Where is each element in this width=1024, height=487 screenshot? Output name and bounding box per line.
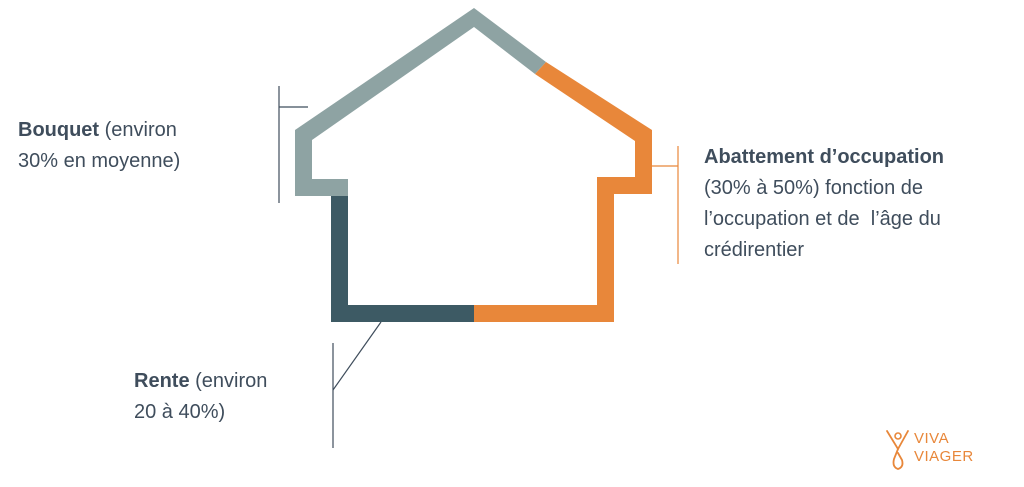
bouquet-text-line2: 30% en moyenne) bbox=[18, 150, 181, 172]
bouquet-text-line1: (environ bbox=[99, 119, 177, 141]
logo-line2: VIAGER bbox=[914, 448, 974, 465]
bouquet-segment bbox=[295, 8, 546, 196]
figure-icon bbox=[886, 430, 909, 470]
rente-text-line1: (environ bbox=[189, 370, 268, 392]
rente-label: Rente (environ 20 à 40%) bbox=[134, 366, 334, 428]
abattement-title: Abattement d’occupation bbox=[704, 146, 945, 168]
abattement-text-line4: crédirentier bbox=[704, 239, 805, 261]
rente-leader-diagonal bbox=[332, 321, 382, 391]
viva-viager-logo: VIVA VIAGER bbox=[884, 427, 1004, 475]
rente-text-line2: 20 à 40%) bbox=[134, 401, 226, 423]
bouquet-title: Bouquet bbox=[18, 119, 100, 141]
rente-title: Rente bbox=[134, 370, 190, 392]
abattement-text-line3: l’occupation et de l’âge du bbox=[704, 208, 941, 230]
rente-segment bbox=[331, 196, 474, 322]
logo-line1: VIVA bbox=[914, 430, 950, 447]
bouquet-label: Bouquet (environ 30% en moyenne) bbox=[18, 115, 248, 177]
abattement-segment bbox=[474, 62, 652, 322]
abattement-text-line2: (30% à 50%) fonction de bbox=[704, 177, 924, 199]
abattement-label: Abattement d’occupation (30% à 50%) fonc… bbox=[704, 142, 1014, 266]
